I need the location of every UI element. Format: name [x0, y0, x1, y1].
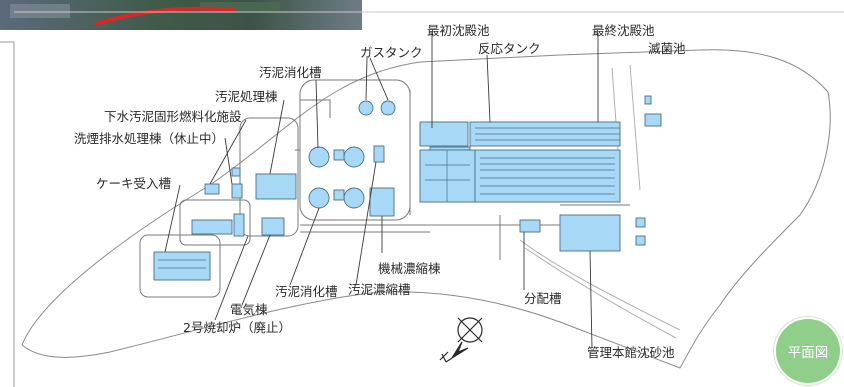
first-settling-tank-upper — [419, 121, 469, 147]
label-cake-tank: ケーキ受入槽 — [96, 176, 172, 191]
label-gas-tank: ガスタンク — [360, 45, 423, 60]
thickening-tank-small — [373, 145, 385, 163]
label-electric-building: 電気棟 — [230, 302, 268, 317]
digestion-tank-top-2 — [343, 146, 365, 168]
sludge-treatment-building — [255, 173, 297, 200]
label-incinerator: 2号焼却炉（廃止） — [183, 320, 291, 335]
small-building-4 — [635, 235, 646, 246]
label-sludge-building: 汚泥処理棟 — [215, 89, 278, 104]
plan-view-badge: 平面図 — [774, 317, 842, 385]
label-digestion-tank-bottom: 汚泥消化槽 — [275, 284, 338, 299]
aerial-photo-fragment — [0, 0, 362, 30]
small-building-1 — [644, 95, 652, 105]
digestion-tank-bottom-1 — [308, 187, 330, 209]
label-disinfection: 滅菌池 — [648, 41, 686, 56]
outer-road — [519, 64, 681, 339]
site-boundary — [21, 49, 831, 369]
digestion-tank-bottom-2 — [343, 187, 365, 209]
label-first-settling: 最初沈殿池 — [427, 23, 490, 38]
label-admin-grit: 管理本館沈砂池 — [587, 345, 675, 360]
leader-lines — [164, 33, 599, 349]
label-fuel-facility: 下水汚泥固形燃料化施設 — [104, 109, 242, 124]
smoke-treatment-shape — [231, 183, 243, 199]
tank-lanes — [158, 127, 620, 269]
label-digestion-tank-top: 汚泥消化槽 — [259, 65, 322, 80]
label-mech-thickening: 機械濃縮棟 — [378, 261, 441, 276]
digestion-tank-top-1 — [308, 146, 330, 168]
label-thickening-tank: 汚泥濃縮槽 — [348, 282, 411, 297]
first-settling-tank-lower — [419, 149, 476, 203]
panel-frame-left — [0, 41, 15, 387]
label-distribution-tank: 分配槽 — [524, 291, 562, 306]
gas-tank-2 — [380, 100, 396, 116]
incinerator-shape — [191, 219, 233, 235]
disinfection-tank — [644, 113, 662, 127]
digestion-building-top — [333, 149, 345, 161]
compass-north-arrow-icon — [439, 317, 483, 363]
mechanical-thickening-building — [369, 187, 395, 217]
label-smoke-building: 洗煙排水処理棟（休止中） — [74, 131, 225, 146]
label-final-settling: 最終沈殿池 — [592, 23, 655, 38]
photo-boundary-line — [94, 6, 237, 26]
digestion-building-bottom — [333, 189, 345, 201]
label-reaction-tank: 反応タンク — [478, 41, 541, 56]
gas-tank-1 — [358, 100, 374, 116]
small-building-3 — [635, 217, 646, 228]
reaction-tank-lower — [474, 149, 621, 203]
distribution-tank-shape — [519, 219, 541, 233]
cake-receiving-tank-shape — [153, 251, 211, 281]
incinerator-annex — [233, 213, 245, 237]
fuel-facility-shape — [204, 183, 220, 195]
admin-building-grit-chamber — [559, 214, 621, 252]
small-building-2 — [231, 167, 241, 177]
electric-building-shape — [261, 217, 285, 236]
